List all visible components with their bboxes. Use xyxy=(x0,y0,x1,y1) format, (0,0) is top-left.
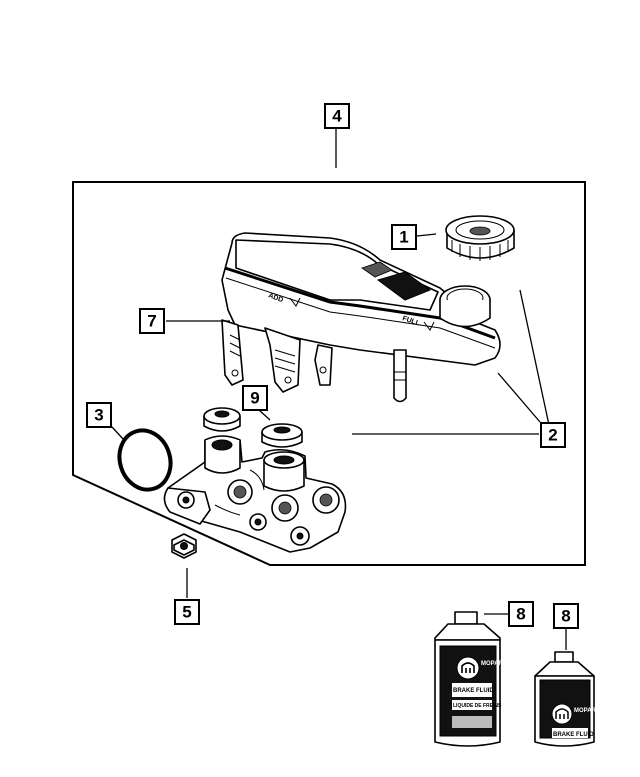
leader-9 xyxy=(258,409,271,421)
grommet-right xyxy=(261,423,303,448)
leader-3 xyxy=(111,426,125,441)
svg-text:8: 8 xyxy=(516,605,525,624)
add-mark: ADD xyxy=(267,292,284,304)
hex-nut xyxy=(171,533,197,559)
leader-1 xyxy=(416,233,437,237)
mopar-brand-small: MOPAR xyxy=(574,708,597,714)
callout-2: 2 xyxy=(540,422,566,448)
callout-3: 3 xyxy=(86,402,112,428)
svg-text:9: 9 xyxy=(250,389,259,408)
grommet-left xyxy=(203,407,241,432)
bottle-large-line1: BRAKE FLUID xyxy=(453,688,494,694)
bottle-small-line1: BRAKE FLUID xyxy=(553,732,594,738)
callout-4: 4 xyxy=(324,103,350,129)
svg-text:4: 4 xyxy=(332,107,342,126)
svg-text:5: 5 xyxy=(182,603,191,622)
brake-fluid-bottle-small: MOPAR BRAKE FLUID xyxy=(534,651,597,747)
svg-text:7: 7 xyxy=(147,312,156,331)
leader-2a xyxy=(519,289,550,426)
fluid-reservoir: ADD FULL xyxy=(221,232,501,403)
svg-text:1: 1 xyxy=(399,228,408,247)
o-ring xyxy=(117,428,173,492)
brake-fluid-bottle-large: MOPAR BRAKE FLUID LIQUIDE DE FREINS xyxy=(434,611,504,747)
svg-text:2: 2 xyxy=(548,426,557,445)
callout-8-small: 8 xyxy=(553,603,579,629)
callout-1: 1 xyxy=(391,224,417,250)
mopar-brand-large: MOPAR xyxy=(481,661,504,667)
callout-7: 7 xyxy=(139,308,165,334)
callout-5: 5 xyxy=(174,599,200,625)
assembly-frame xyxy=(72,181,586,566)
svg-text:8: 8 xyxy=(561,607,570,626)
bottle-large-line2: LIQUIDE DE FREINS xyxy=(453,703,502,709)
callout-9: 9 xyxy=(242,385,268,411)
leader-2b xyxy=(497,372,541,423)
callout-8-large: 8 xyxy=(508,601,534,627)
svg-text:3: 3 xyxy=(94,406,103,425)
master-cylinder xyxy=(163,435,347,553)
reservoir-cap xyxy=(445,215,515,261)
